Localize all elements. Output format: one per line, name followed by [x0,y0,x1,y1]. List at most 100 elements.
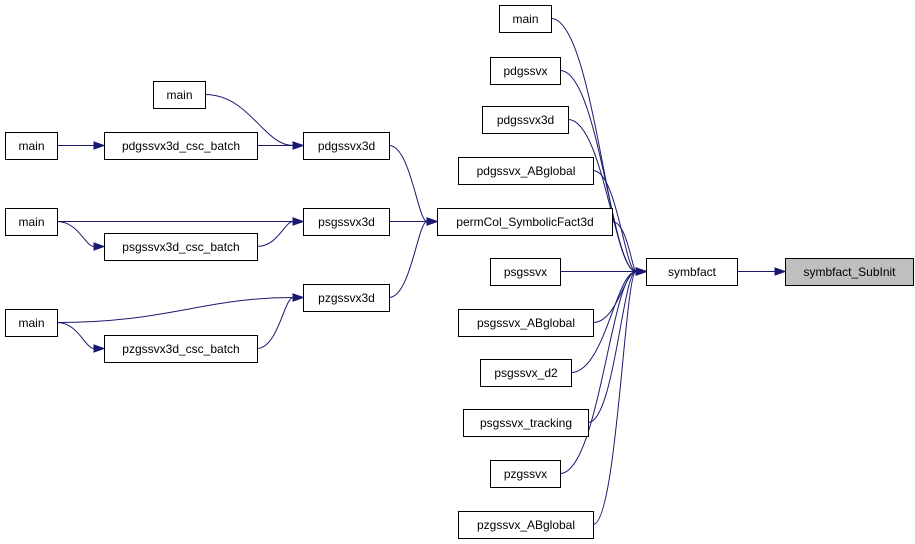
node-pzgssvx-abglobal[interactable]: pzgssvx_ABglobal [458,511,594,539]
edge-line [587,271,637,423]
node-box [5,208,58,236]
node-main-r1[interactable]: main [499,5,552,33]
node-label: pdgssvx3d_csc_batch [122,139,240,153]
node-label: psgssvx_ABglobal [477,316,575,330]
edge-line [559,271,637,474]
node-box [646,258,738,286]
node-label: pdgssvx_ABglobal [477,164,576,178]
node-label: pdgssvx3d [318,139,375,153]
node-box [5,132,58,160]
node-box [482,106,569,134]
node-box [490,258,561,286]
edge-line [56,322,95,349]
edge-pzgssvx-abglobal-to-symbfact [592,267,648,525]
node-pzgssvx3d[interactable]: pzgssvx3d [303,284,390,312]
node-label: permCol_SymbolicFact3d [456,215,593,229]
edge-pzgssvx3d-to-permcol-symbolicfact3d [388,217,439,298]
edge-main-l2-to-psgssvx3d [57,217,305,226]
node-label: symbfact_SubInit [803,265,896,279]
node-pdgssvx3d-csc-batch[interactable]: pdgssvx3d_csc_batch [104,132,258,160]
node-box [104,335,258,363]
node-box [437,208,613,236]
edge-arrowhead [93,141,106,150]
node-psgssvx3d-csc-batch[interactable]: psgssvx3d_csc_batch [104,233,258,261]
edge-line [56,297,294,323]
node-permcol-symbolicfact3d[interactable]: permCol_SymbolicFact3d [437,208,613,236]
node-label: symbfact [668,265,717,279]
node-box [458,157,594,185]
node-main-top[interactable]: main [153,81,206,109]
node-psgssvx3d[interactable]: psgssvx3d [303,208,390,236]
node-box [458,511,594,539]
node-label: psgssvx_d2 [494,366,558,380]
edge-arrowhead [292,217,305,226]
node-box [303,208,390,236]
nodes-layer: symbfact_SubInit symbfact permCol_Symbolic… [5,5,914,539]
node-label: psgssvx [504,265,547,279]
node-label: pzgssvx3d_csc_batch [122,342,239,356]
edge-line [56,221,95,247]
node-main-l1[interactable]: main [5,132,58,160]
node-pdgssvx-abglobal[interactable]: pdgssvx_ABglobal [458,157,594,185]
node-box [785,258,914,286]
node-label: pdgssvx [503,64,547,78]
edge-pzgssvx-to-symbfact [559,267,648,474]
node-psgssvx-abglobal[interactable]: psgssvx_ABglobal [458,309,594,337]
node-main-l3[interactable]: main [5,309,58,337]
node-pdgssvx3d-m[interactable]: pdgssvx3d [303,132,390,160]
edge-arrowhead [774,267,787,276]
node-box [463,409,589,437]
edge-line [567,119,637,272]
node-label: psgssvx3d_csc_batch [122,240,239,254]
node-label: main [18,139,44,153]
node-box [499,5,552,33]
node-label: main [166,88,192,102]
node-box [104,233,258,261]
node-label: psgssvx_tracking [480,416,572,430]
edge-line [570,271,637,373]
node-label: pzgssvx_ABglobal [477,518,575,532]
edge-arrowhead [292,141,305,150]
node-pdgssvx3d-r[interactable]: pdgssvx3d [482,106,569,134]
edge-pzgssvx3d-csc-batch-to-pzgssvx3d [256,293,305,349]
edge-symbfact-to-symbfact-subinit [736,267,787,276]
node-psgssvx-d2[interactable]: psgssvx_d2 [480,359,572,387]
node-label: psgssvx3d [318,215,375,229]
edge-line [592,271,637,525]
edge-arrowhead [93,242,106,251]
edge-line [388,221,428,298]
edge-main-l3-to-pzgssvx3d [56,293,305,323]
node-box [303,284,390,312]
edge-pdgssvx3d-csc-batch-to-pdgssvx3d-m [256,141,305,150]
node-label: main [512,12,538,26]
node-psgssvx-tracking[interactable]: psgssvx_tracking [463,409,589,437]
node-box [490,57,561,85]
edge-line [256,297,294,349]
node-box [153,81,206,109]
edge-psgssvx-abglobal-to-symbfact [592,267,648,323]
node-main-l2[interactable]: main [5,208,58,236]
edge-pdgssvx3d-r-to-symbfact [567,119,648,276]
node-box [5,309,58,337]
node-label: pzgssvx3d [318,291,375,305]
edge-line [592,170,637,272]
edge-main-l2-to-psgssvx3d-csc-batch [56,221,106,251]
node-box [303,132,390,160]
edges-layer [56,18,787,525]
node-pdgssvx[interactable]: pdgssvx [490,57,561,85]
edge-line [611,221,637,272]
edge-line [256,221,294,247]
node-psgssvx[interactable]: psgssvx [490,258,561,286]
edge-main-r1-to-symbfact [550,18,648,276]
node-pzgssvx[interactable]: pzgssvx [490,460,561,488]
node-label: main [18,215,44,229]
node-box [490,460,561,488]
node-symbfact[interactable]: symbfact [646,258,738,286]
edge-psgssvx3d-csc-batch-to-psgssvx3d [256,217,305,247]
edge-arrowhead [292,293,305,302]
node-symbfact-subinit: symbfact_SubInit [785,258,914,286]
node-label: pzgssvx [504,467,547,481]
edge-main-l1-to-pdgssvx3d-csc-batch [56,141,106,150]
node-pzgssvx3d-csc-batch[interactable]: pzgssvx3d_csc_batch [104,335,258,363]
